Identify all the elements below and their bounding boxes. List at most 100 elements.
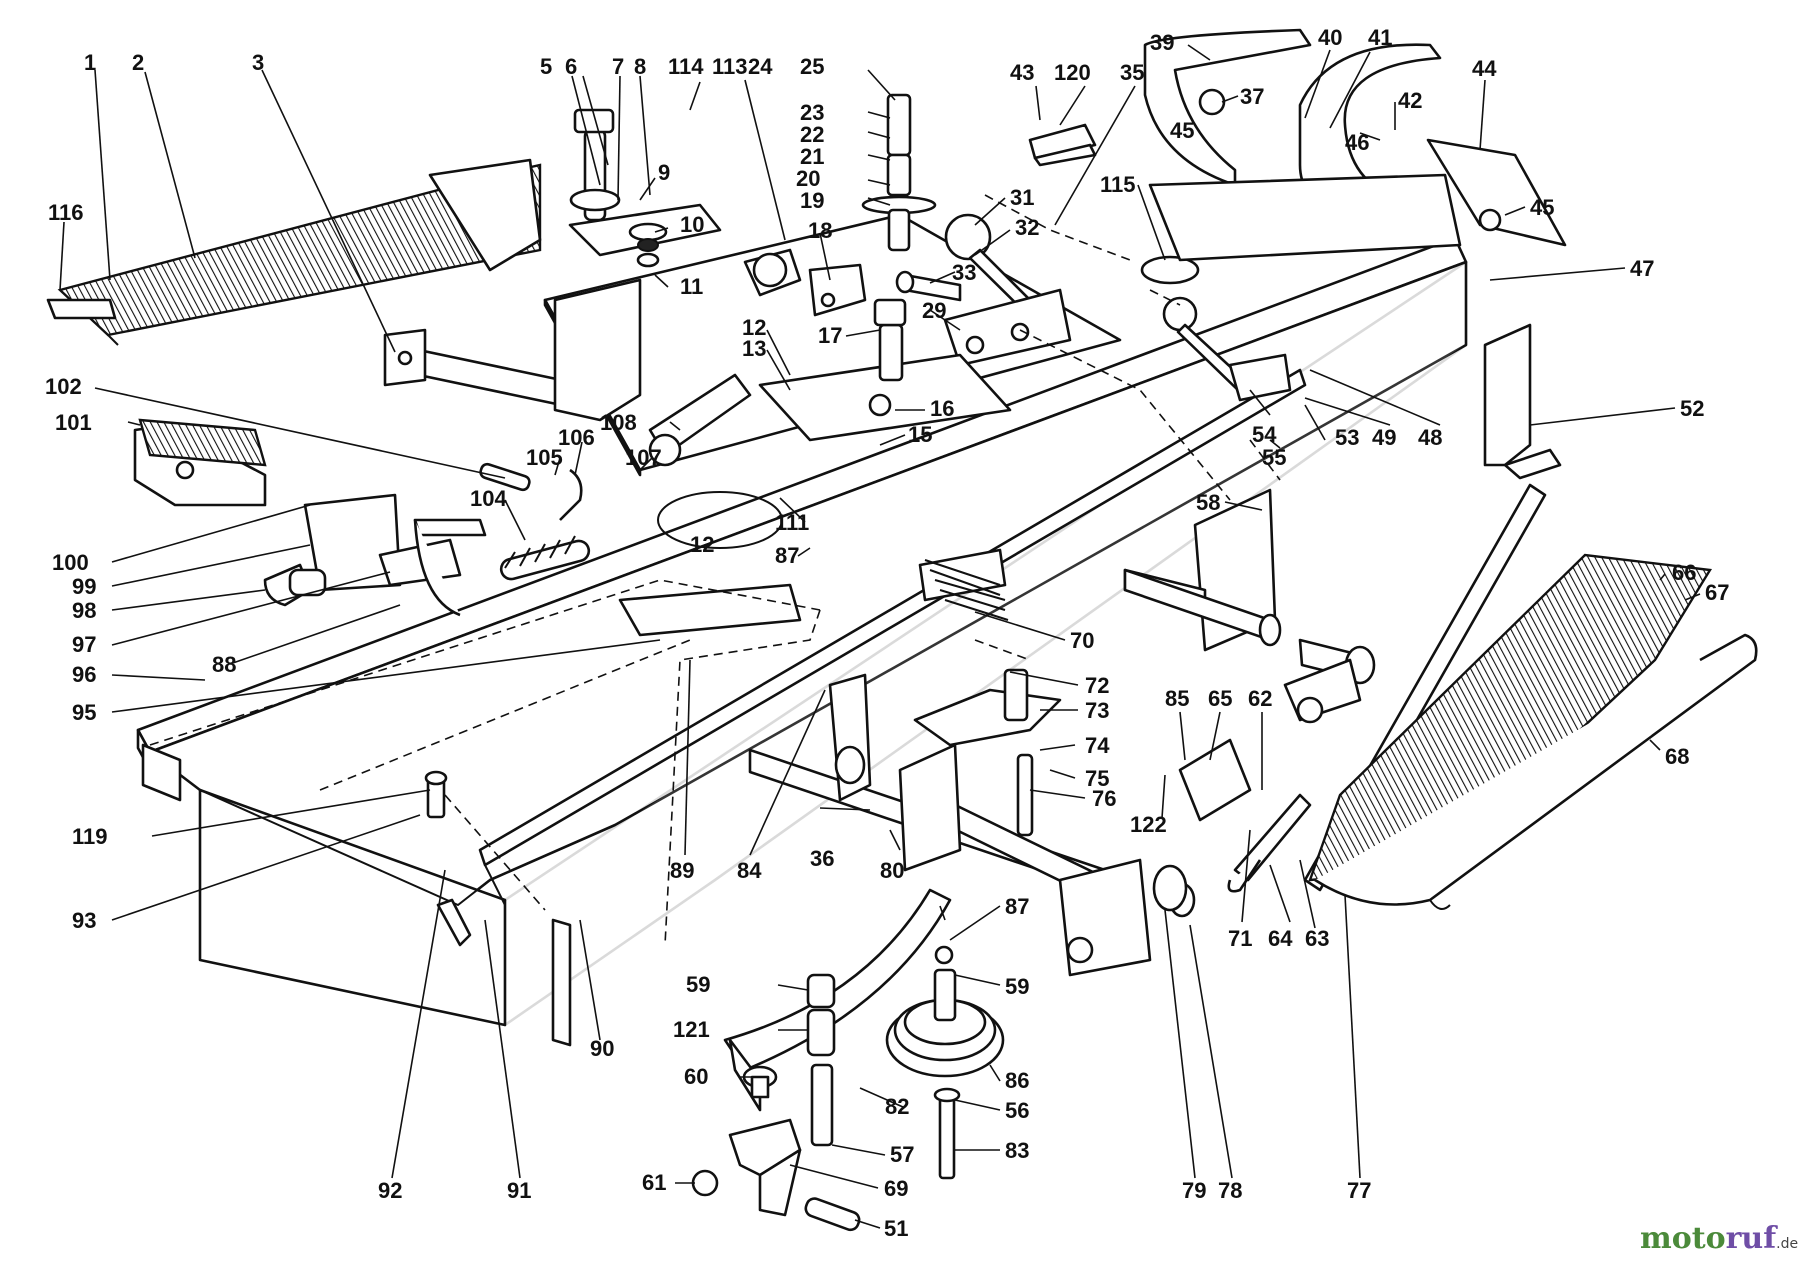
- callout-44: 44: [1472, 56, 1497, 81]
- callout-85: 85: [1165, 686, 1189, 711]
- callout-83: 83: [1005, 1138, 1029, 1163]
- callout-40: 40: [1318, 25, 1342, 50]
- callout-31: 31: [1010, 185, 1034, 210]
- plate-13: [758, 298, 1012, 442]
- clip-65: [1178, 738, 1252, 822]
- bracket-69: [728, 1118, 802, 1217]
- callout-25: 25: [800, 54, 824, 79]
- bolt-119: [424, 770, 448, 819]
- pin-assembly: [861, 93, 937, 252]
- callout-120: 120: [1054, 60, 1091, 85]
- callout-41: 41: [1368, 25, 1392, 50]
- bushing-121: [806, 973, 836, 1147]
- callout-55: 55: [1262, 445, 1286, 470]
- callout-115: 115: [1100, 172, 1136, 197]
- callout-1: 1: [84, 50, 96, 75]
- knob-24: [743, 248, 802, 297]
- callout-57: 57: [890, 1142, 914, 1167]
- callout-43: 43: [1010, 60, 1034, 85]
- watermark-logo: motoruf.de: [1640, 1221, 1798, 1256]
- hidden-lines: [149, 194, 1281, 946]
- callout-74: 74: [1085, 733, 1110, 758]
- spring-70: [918, 548, 1009, 621]
- callout-69: 69: [884, 1176, 908, 1201]
- nut-61: [691, 1169, 719, 1197]
- inner-bracket: [553, 278, 642, 422]
- callout-89: 89: [670, 858, 694, 883]
- bracket-44: [1426, 138, 1567, 247]
- callout-87: 87: [775, 543, 799, 568]
- callout-70: 70: [1070, 628, 1094, 653]
- callout-53: 53: [1335, 425, 1359, 450]
- callout-7: 7: [612, 54, 624, 79]
- callout-5: 5: [540, 54, 552, 79]
- rear-crossbar: [1148, 173, 1462, 262]
- callout-62: 62: [1248, 686, 1272, 711]
- callout-99: 99: [72, 574, 96, 599]
- callout-93: 93: [72, 908, 96, 933]
- left-pedal-assembly: [133, 418, 487, 617]
- callout-59: 59: [686, 972, 710, 997]
- callout-3: 3: [252, 50, 264, 75]
- callout-79: 79: [1182, 1178, 1206, 1203]
- callout-52: 52: [1680, 396, 1704, 421]
- callout-33: 33: [952, 260, 976, 285]
- callout-51: 51: [884, 1216, 908, 1241]
- callout-114: 114: [668, 54, 704, 79]
- callout-84: 84: [737, 858, 762, 883]
- callout-17: 17: [818, 323, 842, 348]
- callout-113: 113: [712, 54, 748, 79]
- callout-75: 75: [1085, 766, 1109, 791]
- callout-122: 122: [1130, 812, 1167, 837]
- callout-45: 45: [1170, 118, 1194, 143]
- callout-56: 56: [1005, 1098, 1029, 1123]
- spring-51: [804, 1197, 861, 1232]
- svg-text:motoruf.de: motoruf.de: [1640, 1221, 1798, 1256]
- callout-39: 39: [1150, 30, 1174, 55]
- callout-23: 23: [800, 100, 824, 125]
- callout-32: 32: [1015, 215, 1039, 240]
- callout-21: 21: [800, 144, 824, 169]
- callout-35: 35: [1120, 60, 1144, 85]
- callout-9: 9: [658, 160, 670, 185]
- callout-111: 111: [775, 510, 809, 535]
- callout-88: 88: [212, 652, 236, 677]
- spring-104: [499, 535, 591, 581]
- callout-116: 116: [48, 200, 84, 225]
- callout-54: 54: [1252, 422, 1277, 447]
- callout-49: 49: [1372, 425, 1396, 450]
- callout-60: 60: [684, 1064, 708, 1089]
- callout-95: 95: [72, 700, 96, 725]
- callout-104: 104: [470, 486, 507, 511]
- pulley-arm-108: [648, 373, 752, 467]
- callout-71: 71: [1228, 926, 1252, 951]
- pin-33: [895, 270, 962, 302]
- callout-15: 15: [908, 422, 932, 447]
- callout-90: 90: [590, 1036, 614, 1061]
- callout-46: 46: [1345, 130, 1369, 155]
- callout-24: 24: [748, 54, 773, 79]
- callout-58: 58: [1196, 490, 1220, 515]
- callout-100: 100: [52, 550, 89, 575]
- callout-68: 68: [1665, 744, 1689, 769]
- callout-36: 36: [810, 846, 834, 871]
- callout-16: 16: [930, 396, 954, 421]
- callout-97: 97: [72, 632, 96, 657]
- callout-67: 67: [1705, 580, 1729, 605]
- rear-shafts: [1123, 568, 1376, 724]
- callout-101: 101: [55, 410, 92, 435]
- callout-45b: 45: [1530, 195, 1554, 220]
- callout-119: 119: [72, 824, 108, 849]
- right-footrest: [1303, 483, 1758, 910]
- callout-106: 106: [558, 425, 595, 450]
- callout-20: 20: [796, 166, 820, 191]
- callout-10: 10: [680, 212, 704, 237]
- callout-42: 42: [1398, 88, 1422, 113]
- callout-98: 98: [72, 598, 96, 623]
- callout-78: 78: [1218, 1178, 1242, 1203]
- callout-105: 105: [526, 445, 563, 470]
- callout-92: 92: [378, 1178, 402, 1203]
- linkage-106: [479, 462, 583, 521]
- callout-96: 96: [72, 662, 96, 687]
